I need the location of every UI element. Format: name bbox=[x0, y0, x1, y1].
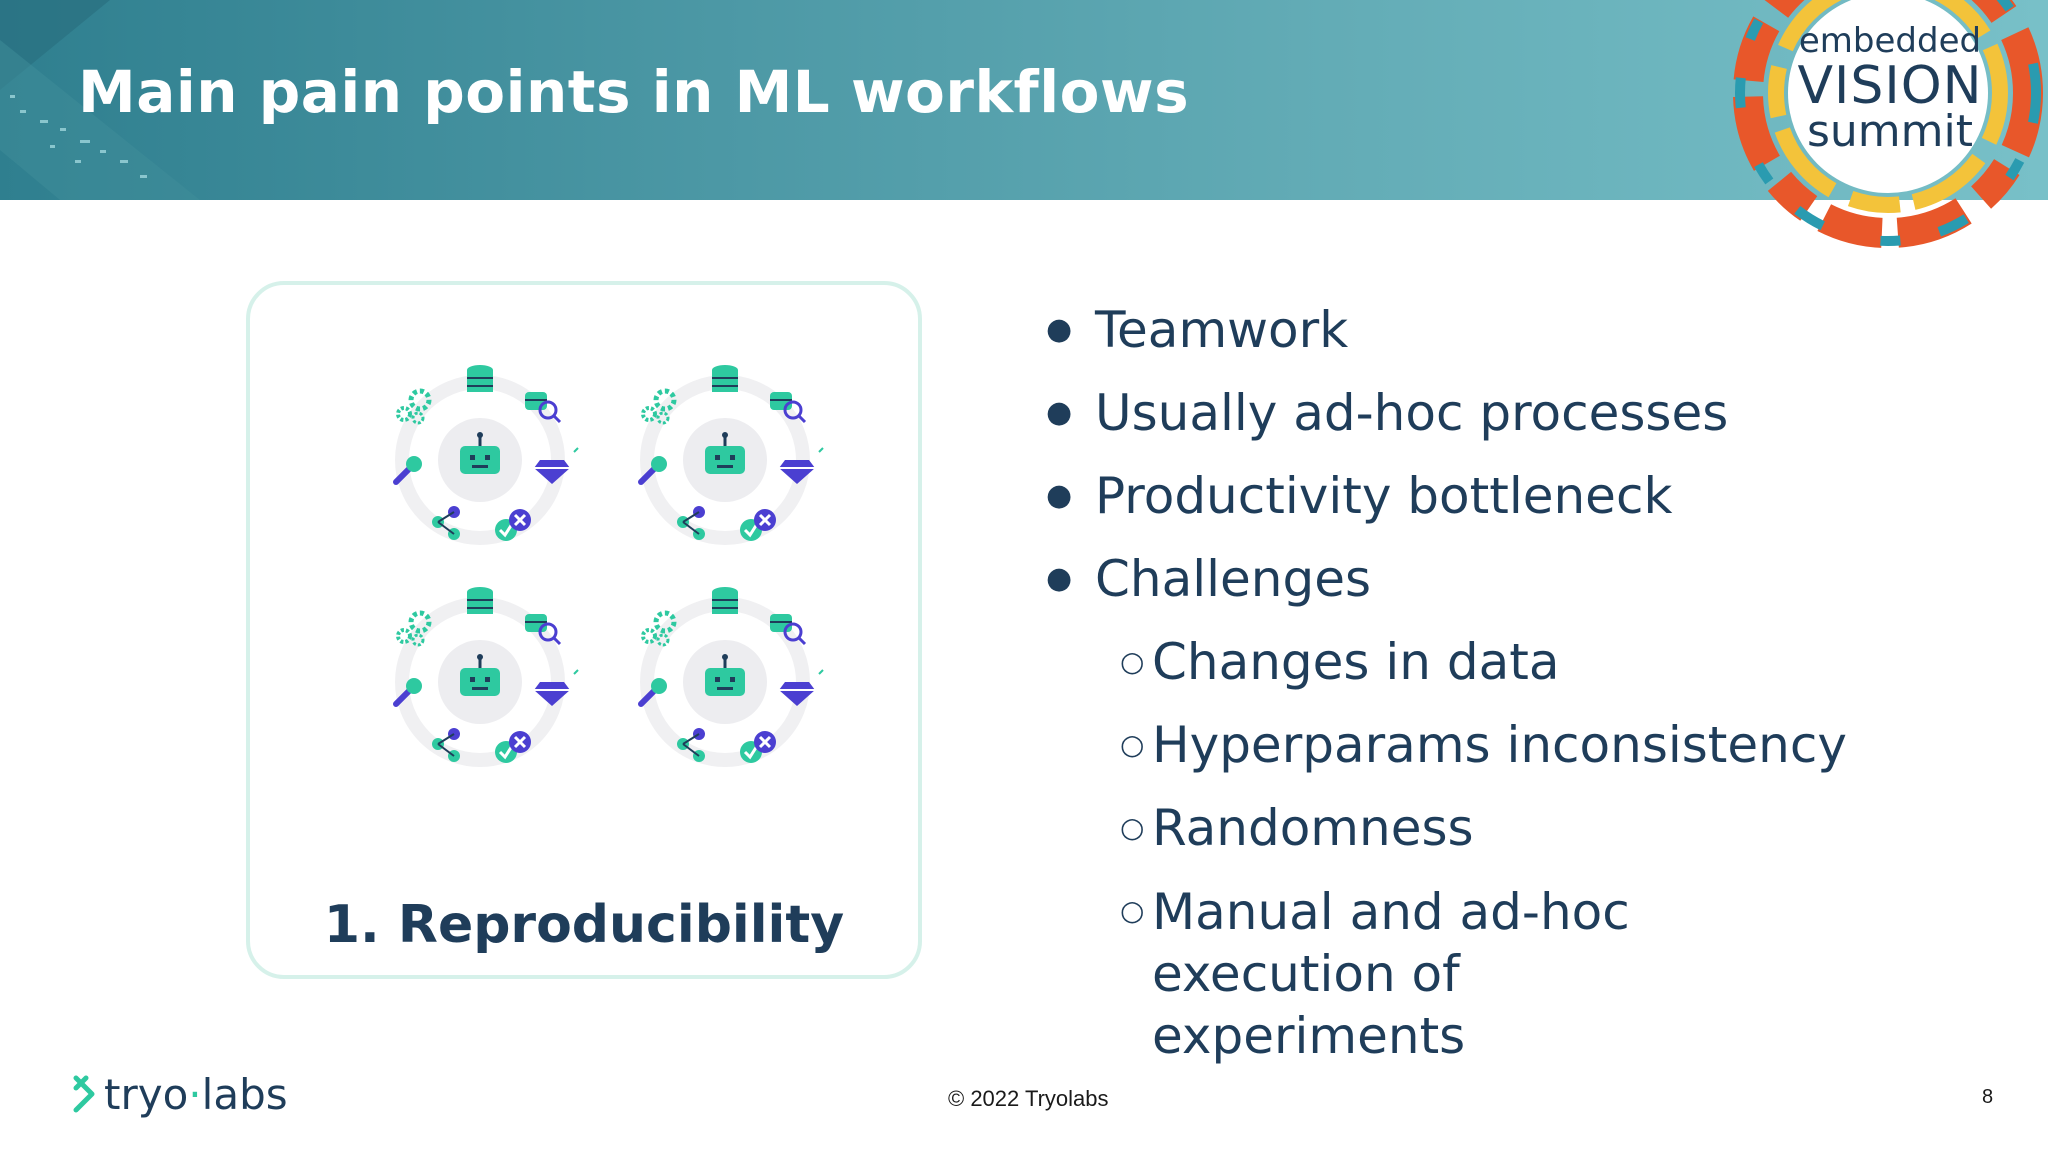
bullet-text: Teamwork bbox=[1095, 301, 1349, 359]
sub-bullet-text: Changes in data bbox=[1152, 633, 1560, 691]
sub-bullet-circle: ○ bbox=[1120, 894, 1145, 927]
logo-wordmark: embedded VISION summit bbox=[1790, 24, 1990, 154]
bullet-text: Productivity bottleneck bbox=[1095, 467, 1673, 525]
brand-text-left: tryo bbox=[104, 1070, 189, 1119]
bullet-item: ● Teamwork bbox=[1040, 300, 2030, 360]
bullet-item: ● Challenges bbox=[1040, 549, 2030, 609]
bullet-dot: ● bbox=[1046, 312, 1073, 347]
logo-line-embedded: embedded bbox=[1798, 21, 1982, 61]
embedded-vision-summit-logo bbox=[1733, 0, 2043, 248]
sub-bullet-circle: ○ bbox=[1120, 645, 1145, 678]
header-decoration bbox=[0, 0, 200, 200]
tryolabs-logo-icon bbox=[73, 1075, 95, 1113]
workflow-illustration bbox=[370, 360, 830, 800]
bullet-dot: ● bbox=[1046, 478, 1073, 513]
bullet-text: Challenges bbox=[1095, 550, 1372, 608]
logo-line-summit: summit bbox=[1806, 106, 1973, 157]
sub-bullet-item: ○Randomness bbox=[1040, 798, 2030, 858]
card-title: 1. Reproducibility bbox=[323, 895, 845, 955]
bullet-item: ● Usually ad-hoc processes bbox=[1040, 383, 2030, 443]
sub-bullet-item: ○Manual and ad-hoc execution of experime… bbox=[1040, 881, 1772, 1067]
sub-bullet-circle: ○ bbox=[1120, 811, 1145, 844]
brand-text-right: labs bbox=[201, 1070, 288, 1119]
copyright-text: © 2022 Tryolabs bbox=[948, 1086, 1109, 1111]
brand-dot: · bbox=[188, 1070, 202, 1119]
bullet-text: Usually ad-hoc processes bbox=[1095, 384, 1729, 442]
sub-bullet-item: ○Changes in data bbox=[1040, 632, 2030, 692]
sub-bullet-item: ○Hyperparams inconsistency bbox=[1040, 715, 2030, 775]
bullet-list: ● Teamwork ● Usually ad-hoc processes ● Pro… bbox=[1040, 300, 2030, 1090]
header-banner: Main pain points in ML workflows bbox=[0, 0, 2048, 200]
tryolabs-wordmark: tryo·labs bbox=[104, 1070, 288, 1119]
logo-line-vision: VISION bbox=[1797, 56, 1983, 116]
sub-bullet-text: Manual and ad-hoc execution of experimen… bbox=[1152, 883, 1630, 1065]
bullet-dot: ● bbox=[1046, 561, 1073, 596]
slide-title: Main pain points in ML workflows bbox=[78, 58, 1190, 126]
sub-bullet-text: Randomness bbox=[1152, 799, 1474, 857]
bullet-item: ● Productivity bottleneck bbox=[1040, 466, 2030, 526]
sub-bullet-text: Hyperparams inconsistency bbox=[1152, 716, 1847, 774]
bullet-dot: ● bbox=[1046, 395, 1073, 430]
page-number: 8 bbox=[1982, 1086, 1994, 1108]
reproducibility-card: 1. Reproducibility bbox=[246, 281, 922, 979]
sub-bullet-circle: ○ bbox=[1120, 728, 1145, 761]
